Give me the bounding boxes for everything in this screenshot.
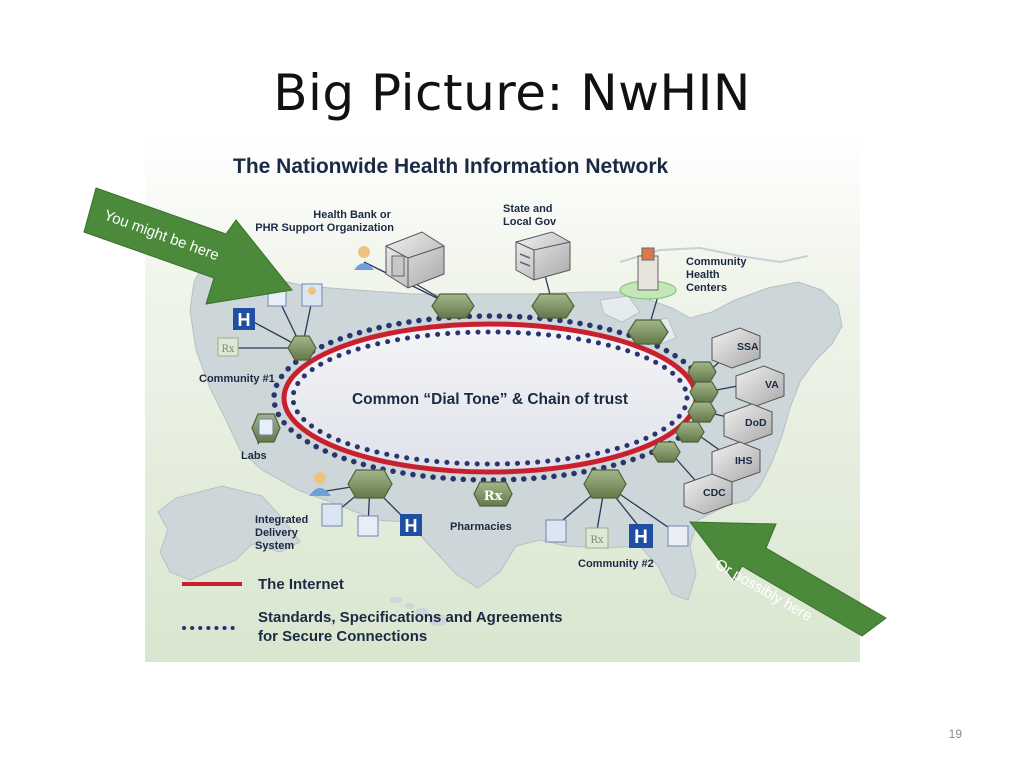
agency-server-va: VA: [735, 365, 785, 407]
agency-server-dod: DoD: [723, 403, 773, 445]
rx-icon: Rx: [484, 489, 503, 504]
hex-gateway: [583, 469, 627, 499]
hospital-icon: [233, 308, 255, 330]
rx-pad-letter: Rx: [221, 344, 235, 355]
hex-gateway: [675, 421, 705, 443]
hex-gateway: [347, 469, 393, 499]
hex-gateway: [431, 293, 475, 319]
lab-device-icon: [357, 515, 379, 537]
agency-label-ssa: SSA: [737, 341, 759, 353]
agency-server-cdc: CDC: [683, 473, 733, 515]
center-label: Common “Dial Tone” & Chain of trust: [352, 391, 628, 408]
slide-title: Big Picture: NwHIN: [273, 64, 751, 122]
hex-gateway: [627, 319, 669, 345]
agency-label-ihs: IHS: [735, 455, 753, 467]
rx-pad-icon: [217, 337, 239, 357]
person-icon: [354, 246, 374, 270]
diagram-title: The Nationwide Health Information Networ…: [233, 155, 669, 178]
community2-icons: Rx H: [545, 519, 689, 549]
secure-connections-dots-inner: [290, 329, 690, 467]
hex-gateway: [651, 441, 681, 463]
hospital-icon: [629, 524, 653, 548]
hospital-icon: [400, 514, 422, 536]
community1-label: Community #1: [199, 373, 275, 385]
agency-label-dod: DoD: [745, 417, 767, 429]
rx-pad-letter: Rx: [590, 535, 604, 546]
hex-gateway: [687, 401, 717, 423]
state-gov-label: State and Local Gov: [503, 203, 557, 228]
doctor-icon: [545, 519, 567, 543]
hex-gateways: [251, 293, 719, 507]
legend: The Internet Standards, Specifications a…: [182, 576, 567, 645]
lab-device-icon: [667, 525, 689, 547]
agency-servers: SSA VA DoD IHS CDC: [683, 327, 785, 515]
legend-standards-label: Standards, Specifications and Agreements…: [258, 609, 567, 645]
integrated-icons: H: [309, 472, 422, 537]
legend-internet-label: The Internet: [258, 576, 344, 593]
hex-gateway: [687, 361, 717, 383]
labs-label: Labs: [241, 450, 267, 462]
agency-server-ssa: SSA: [711, 327, 761, 369]
hospital-icon-letter: H: [238, 310, 251, 330]
community2-label: Community #2: [578, 558, 654, 570]
alaska-silhouette: [157, 485, 301, 581]
agency-label-cdc: CDC: [703, 487, 726, 499]
hospital-icon-letter: H: [405, 516, 418, 536]
hex-gateway: [473, 481, 513, 507]
labs-icon: [258, 418, 274, 436]
building-icon: [515, 231, 571, 281]
community-health-label: Community Health Centers: [686, 256, 750, 294]
hex-gateway: [689, 381, 719, 403]
hex-gateway: [287, 335, 317, 361]
agency-label-va: VA: [765, 379, 779, 391]
integrated-label: Integrated Delivery System: [255, 514, 311, 552]
doctor-icon: [321, 503, 343, 527]
hospital-icon-letter: H: [634, 527, 648, 548]
server-icon: [385, 231, 445, 289]
pharmacies-label: Pharmacies: [450, 521, 512, 533]
health-bank-label: Health Bank or PHR Support Organization: [255, 209, 394, 234]
hex-gateway: [531, 293, 575, 319]
page-number: 19: [948, 727, 962, 741]
hawaii-silhouette: [390, 597, 447, 626]
community-health-icon: [619, 247, 677, 300]
rx-pad-icon: [585, 527, 609, 549]
internet-ring-fill: [284, 324, 696, 472]
great-lakes: [599, 295, 641, 323]
